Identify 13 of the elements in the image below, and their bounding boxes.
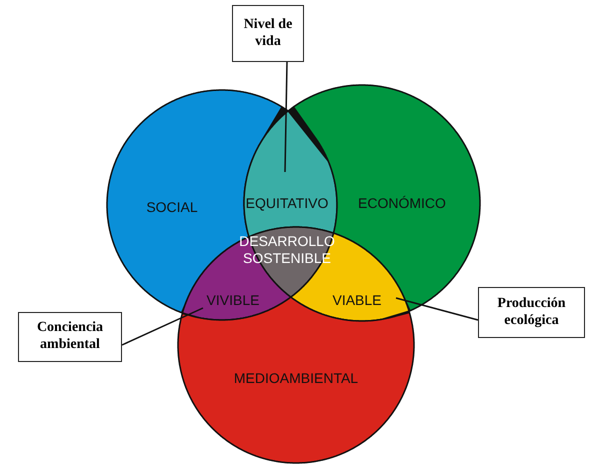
region-label: VIABLE [332,292,382,308]
leader-line [284,62,288,172]
callout-box: Conciencia ambiental [18,312,122,362]
region-label: EQUITATIVO [246,195,328,211]
region-label: VIVIBLE [206,292,260,308]
callout-box: Producción ecológica [478,287,585,338]
environment-region [177,296,415,464]
leader-line [396,297,478,321]
region-label: ECONÓMICO [358,195,446,211]
region-label: MEDIOAMBIENTAL [234,370,358,386]
leader-line [122,307,204,346]
callout-box: Nivel de vida [232,5,304,62]
region-label: SOCIAL [146,199,198,215]
